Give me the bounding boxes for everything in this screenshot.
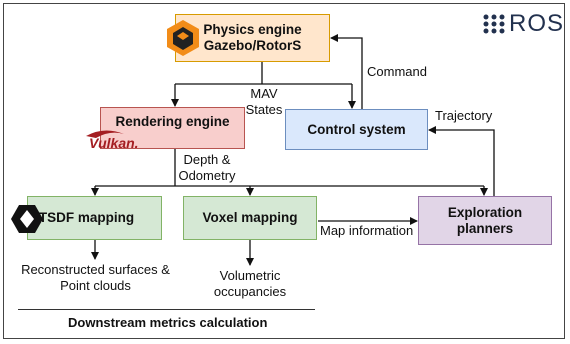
occupancies-output-line1: Volumetric	[219, 268, 281, 283]
vulkan-logo: Vulkan.	[86, 130, 139, 151]
ros-dots-icon	[483, 14, 505, 34]
tsdf-mapping-label: TSDF mapping	[38, 210, 135, 225]
physics-engine-title: Physics engine	[203, 22, 302, 37]
metrics-title: Downstream metrics calculation	[68, 315, 268, 330]
depth-odometry-line1: Depth &	[183, 152, 231, 167]
exploration-planners-line2: planners	[456, 220, 514, 236]
voxblox-logo-icon	[11, 205, 43, 233]
occupancies-output-line2: occupancies	[213, 284, 287, 299]
occupancies-output: Volumetric occupancies	[205, 268, 295, 300]
diagram-frame	[3, 3, 565, 339]
trajectory-arrow	[428, 126, 495, 196]
ros-logo: ROS	[483, 10, 564, 38]
rendering-engine-box: Rendering engine	[100, 107, 245, 149]
vulkan-logo-text: Vulkan.	[89, 135, 139, 151]
trajectory-label: Trajectory	[435, 108, 493, 123]
physics-engine-box: Physics engine Gazebo/RotorS	[175, 14, 330, 62]
command-arrow	[330, 34, 363, 109]
control-system-label: Control system	[307, 121, 406, 137]
exploration-planners-line1: Exploration	[447, 204, 523, 220]
depth-odometry-line2: Odometry	[178, 168, 236, 183]
control-system-box: Control system	[285, 109, 428, 150]
command-label: Command	[367, 64, 427, 79]
gazebo-logo-icon	[167, 20, 199, 56]
metrics-divider	[18, 309, 315, 310]
physics-engine-subtitle: Gazebo/RotorS	[203, 38, 302, 53]
rendering-engine-label: Rendering engine	[115, 114, 230, 129]
tsdf-mapping-box: TSDF mapping	[27, 196, 162, 240]
voxel-mapping-label: Voxel mapping	[202, 210, 298, 225]
voxel-mapping-box: Voxel mapping	[183, 196, 317, 240]
mav-states-line2: States	[245, 102, 283, 117]
surfaces-output-line1: Reconstructed surfaces &	[21, 262, 170, 277]
surfaces-output: Reconstructed surfaces & Point clouds	[13, 262, 178, 294]
ros-logo-text: ROS	[509, 10, 565, 37]
mav-states-label: MAV States	[244, 86, 284, 118]
map-information-label: Map information	[320, 223, 414, 238]
exploration-planners-box: Exploration planners	[418, 196, 552, 245]
mav-states-line1: MAV	[250, 86, 278, 101]
depth-odometry-label: Depth & Odometry	[176, 152, 238, 184]
surfaces-output-line2: Point clouds	[60, 278, 131, 293]
